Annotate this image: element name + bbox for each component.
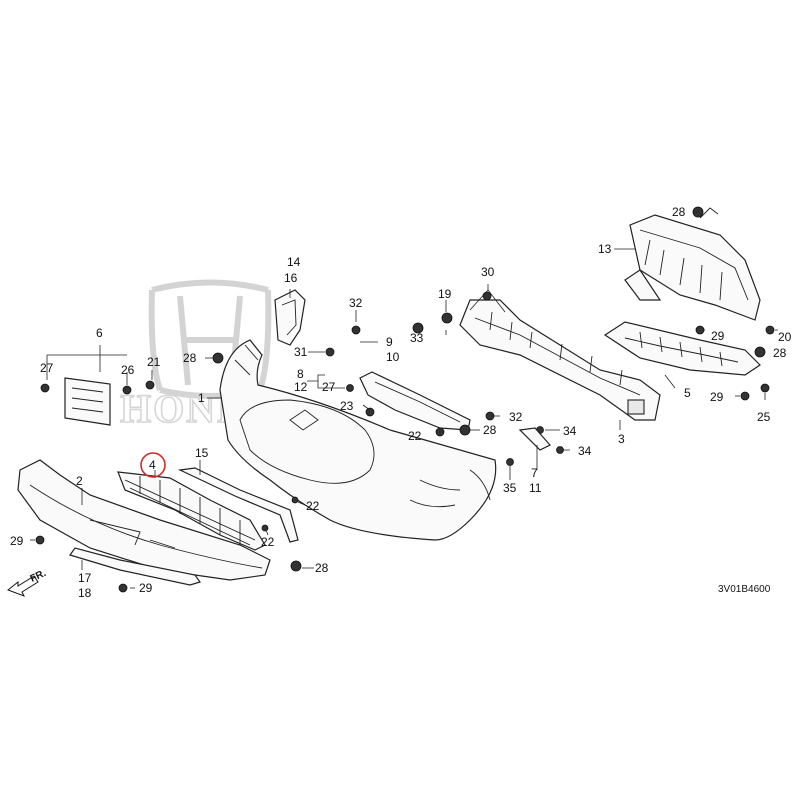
- callout-labels: 28 13 30 19 32 14 16 31 9 10 33 8 12 27 …: [10, 205, 792, 600]
- callout-19: 19: [438, 287, 452, 301]
- part-7-bracket[interactable]: [518, 427, 551, 451]
- part-6-license-bracket[interactable]: [64, 377, 111, 426]
- callout-29: 29: [10, 534, 24, 548]
- callout-28: 28: [483, 423, 497, 437]
- front-direction-arrow: FR.: [7, 568, 48, 597]
- callout-18: 18: [78, 586, 92, 600]
- callout-14: 14: [287, 255, 301, 269]
- part-3-beam[interactable]: [459, 299, 661, 421]
- callout-32: 32: [509, 410, 523, 424]
- callout-28: 28: [672, 205, 686, 219]
- part-4-lower-grille[interactable]: [117, 471, 266, 551]
- diagram-code: 3V01B4600: [718, 584, 771, 595]
- callout-5: 5: [684, 386, 691, 400]
- callout-31: 31: [294, 345, 308, 359]
- callout-30: 30: [481, 265, 495, 279]
- callout-25: 25: [757, 410, 771, 424]
- callout-1: 1: [198, 391, 205, 405]
- callout-29: 29: [139, 581, 153, 595]
- callout-22: 22: [261, 535, 275, 549]
- callout-17: 17: [78, 571, 92, 585]
- callout-26: 26: [121, 363, 135, 377]
- callout-8: 8: [297, 367, 304, 381]
- callout-4: 4: [149, 458, 156, 472]
- part-5-absorber[interactable]: [603, 321, 761, 376]
- callout-6: 6: [96, 326, 103, 340]
- front-label: FR.: [29, 568, 48, 585]
- part-17-strip[interactable]: [69, 547, 201, 586]
- callout-3: 3: [618, 432, 625, 446]
- part-8-bracket[interactable]: [359, 371, 471, 431]
- callout-33: 33: [410, 331, 424, 345]
- part-14-side-bracket[interactable]: [274, 289, 306, 346]
- part-2-lower-spoiler[interactable]: [17, 459, 271, 581]
- callout-20: 20: [778, 330, 792, 344]
- callout-28: 28: [315, 561, 329, 575]
- callout-34: 34: [578, 444, 592, 458]
- callout-29: 29: [710, 390, 724, 404]
- callout-23: 22: [408, 429, 422, 443]
- callout-29: 29: [711, 329, 725, 343]
- callout-11: 11: [529, 481, 542, 495]
- callout-28: 28: [183, 351, 197, 365]
- callout-2: 2: [76, 474, 83, 488]
- callout-21: 21: [147, 355, 161, 369]
- callout-27: 27: [322, 380, 336, 394]
- callout-13: 13: [598, 242, 612, 256]
- callout-22: 22: [306, 499, 320, 513]
- callout-27: 27: [40, 361, 54, 375]
- callout-34: 34: [563, 424, 577, 438]
- part-15-grille-trim[interactable]: [177, 467, 299, 543]
- callout-15: 15: [195, 446, 209, 460]
- callout-32: 32: [349, 296, 363, 310]
- part-13-upper-frame[interactable]: [624, 207, 761, 321]
- callout-12: 12: [294, 380, 308, 394]
- callout-16: 16: [284, 271, 298, 285]
- callout-9: 9: [386, 335, 393, 349]
- callout-10: 10: [386, 350, 400, 364]
- callout-7: 7: [531, 466, 538, 480]
- fasteners: [35, 206, 775, 593]
- highlight-circle: [140, 452, 166, 478]
- callout-35: 35: [503, 481, 517, 495]
- callout-28: 28: [773, 346, 787, 360]
- callout-24: 23: [340, 399, 354, 413]
- part-1-bumper-face[interactable]: [219, 339, 497, 541]
